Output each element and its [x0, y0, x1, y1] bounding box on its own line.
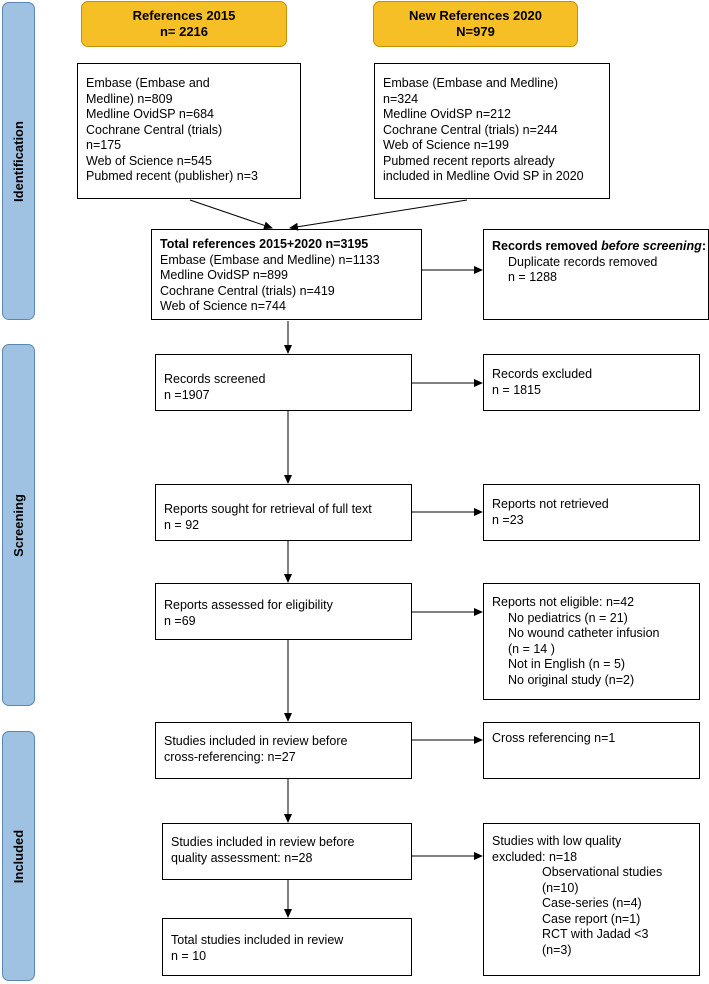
total-references-line: Web of Science n=744 [160, 299, 286, 313]
reports-sought-label: Reports sought for retrieval of full tex… [164, 502, 372, 516]
reports-not-eligible-box: Reports not eligible: n=42 No pediatrics… [483, 583, 700, 700]
records-screened-count: n =1907 [164, 387, 210, 402]
low-quality-item: (n=10) [542, 880, 579, 895]
header-2015-title: References 2015 [132, 8, 236, 23]
sources-2020-line: n=324 [383, 91, 419, 106]
sources-2020-line: Medline OvidSP n=212 [383, 107, 511, 121]
final-included-label: Total studies included in review [171, 933, 344, 947]
sources-2015-line: Cochrane Central (trials) [86, 122, 223, 137]
cross-referencing-label: Cross referencing n=1 [492, 731, 616, 745]
not-eligible-item: Not in English (n = 5) [508, 657, 626, 671]
total-references-line: Cochrane Central (trials) n=419 [160, 283, 335, 298]
reports-sought-count: n = 92 [164, 517, 200, 532]
not-eligible-item: (n = 14 ) [508, 641, 555, 656]
included-before-quality-line: Studies included in review before [171, 835, 355, 849]
records-removed-line: Duplicate records removed [508, 254, 658, 269]
records-excluded-count: n = 1815 [492, 382, 542, 397]
final-included-box: Total studies included in review n = 10 [162, 918, 412, 976]
low-quality-item: Case report (n=1) [542, 911, 641, 926]
total-references-box: Total references 2015+2020 n=3195 Embase… [151, 229, 422, 320]
reports-assessed-box: Reports assessed for eligibility n =69 [155, 583, 412, 640]
low-quality-excluded-box: Studies with low quality excluded: n=18 … [483, 823, 700, 976]
sources-2015-line: Pubmed recent (publisher) n=3 [86, 169, 258, 183]
reports-not-retrieved-box: Reports not retrieved n =23 [483, 484, 700, 541]
sources-2015-line: Web of Science n=545 [86, 153, 212, 168]
reports-assessed-label: Reports assessed for eligibility [164, 598, 333, 612]
sources-2020-line: Embase (Embase and Medline) [383, 76, 559, 90]
not-eligible-item: No original study (n=2) [508, 672, 635, 687]
header-2020-title: New References 2020 [409, 8, 542, 23]
header-2015-count: n= 2216 [159, 24, 209, 39]
sources-2020-box: Embase (Embase and Medline) n=324 Medlin… [374, 63, 610, 199]
total-references-line: Medline OvidSP n=899 [160, 268, 288, 282]
reports-not-retrieved-label: Reports not retrieved [492, 497, 609, 511]
records-excluded-label: Records excluded [492, 367, 593, 381]
sources-2020-line: Web of Science n=199 [383, 138, 509, 152]
records-excluded-box: Records excluded n = 1815 [483, 354, 700, 411]
low-quality-item: Observational studies [542, 865, 663, 879]
reports-not-retrieved-count: n =23 [492, 512, 524, 527]
cross-referencing-box: Cross referencing n=1 [483, 722, 700, 779]
reports-sought-box: Reports sought for retrieval of full tex… [155, 484, 412, 541]
included-before-quality-line: quality assessment: n=28 [171, 850, 313, 865]
included-before-quality-box: Studies included in review before qualit… [162, 823, 412, 880]
not-eligible-item: No pediatrics (n = 21) [508, 610, 628, 625]
records-screened-box: Records screened n =1907 [155, 354, 412, 411]
sources-2015-box: Embase (Embase and Medline) n=809 Medlin… [77, 63, 301, 199]
sources-2015-line: Embase (Embase and [86, 76, 210, 90]
included-before-xref-box: Studies included in review before cross-… [155, 722, 412, 779]
records-removed-box: Records removed before screening: Duplic… [483, 229, 709, 320]
header-2020-count: N=979 [456, 24, 495, 39]
low-quality-title: Studies with low quality [492, 834, 622, 848]
sources-2015-line: n=175 [86, 138, 122, 152]
records-removed-title: Records removed before screening: [492, 239, 706, 253]
included-before-xref-line: Studies included in review before [164, 734, 348, 748]
low-quality-title: excluded: n=18 [492, 849, 578, 864]
total-references-line: Embase (Embase and Medline) n=1133 [160, 252, 380, 267]
header-references-2020: New References 2020 N=979 [373, 1, 578, 47]
sources-2015-line: Medline) n=809 [86, 91, 173, 106]
arrow-2020-to-total [289, 199, 468, 231]
low-quality-item: Case-series (n=4) [542, 896, 642, 910]
phase-identification: Identification [2, 2, 35, 320]
final-included-count: n = 10 [171, 948, 207, 963]
not-eligible-item: No wound catheter infusion [508, 626, 660, 640]
total-references-title: Total references 2015+2020 n=3195 [160, 237, 369, 251]
records-removed-count: n = 1288 [508, 270, 558, 284]
reports-not-eligible-title: Reports not eligible: n=42 [492, 595, 635, 609]
arrow-2015-to-total [189, 199, 273, 230]
sources-2020-line: included in Medline Ovid SP in 2020 [383, 169, 584, 183]
low-quality-item: (n=3) [542, 942, 572, 957]
header-references-2015: References 2015 n= 2216 [81, 1, 287, 47]
sources-2015-line: Medline OvidSP n=684 [86, 107, 214, 121]
reports-assessed-count: n =69 [164, 613, 196, 628]
phase-screening: Screening [2, 344, 35, 706]
included-before-xref-line: cross-referencing: n=27 [164, 749, 296, 764]
records-screened-label: Records screened [164, 372, 266, 386]
sources-2020-line: Cochrane Central (trials) n=244 [383, 122, 558, 137]
low-quality-item: RCT with Jadad <3 [542, 927, 649, 941]
sources-2020-line: Pubmed recent reports already [383, 153, 555, 168]
phase-included: Included [2, 731, 35, 981]
